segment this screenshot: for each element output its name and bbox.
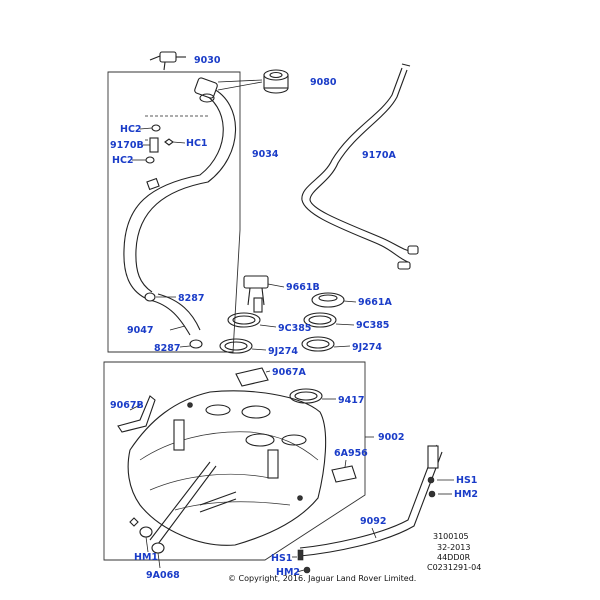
reference-model: 44DD0R [437,553,471,562]
cover-9067A [235,367,271,387]
callout-9c385-right: 9C385 [356,320,389,331]
fasteners-HM1-9A068 [129,517,165,569]
cap-9080 [263,69,289,94]
callout-9661b: 9661B [286,282,320,293]
callout-9047: 9047 [127,325,153,336]
callout-9661a: 9661A [358,297,392,308]
vent-tube-9170A [301,63,419,270]
hose-9047 [144,292,203,349]
callout-9080: 9080 [310,77,337,88]
copyright-notice: © Copyright, 2016. Jaguar Land Rover Lim… [228,574,416,583]
valve-9030 [149,51,186,71]
sender-9661A [311,292,357,308]
reference-date: 32-2013 [437,543,470,552]
callout-hm2-right: HM2 [454,489,478,500]
strap-9092 [299,444,454,557]
pad-6A956 [331,459,357,483]
callout-9j274-right: 9J274 [352,342,382,353]
callout-8287-upper: 8287 [178,293,204,304]
callout-9067a: 9067A [272,367,306,378]
callout-9067b: 9067B [110,400,144,411]
callout-hs1-right: HS1 [456,475,477,486]
callout-hm1: HM1 [134,552,158,563]
bracket-9067B [117,395,156,433]
fuel-tank-9002 [127,390,374,546]
small-hose-parts [132,115,210,164]
reference-code: 3100105 [433,532,469,541]
callout-9c385-left: 9C385 [278,323,311,334]
callout-hc1: HC1 [186,138,208,149]
callout-9034: 9034 [252,149,279,160]
reference-catalog: C0231291-04 [427,563,481,572]
callout-hm2-lower: HM2 [276,567,300,578]
callout-9170a: 9170A [362,150,396,161]
callout-8287-lower: 8287 [154,343,180,354]
callout-9030: 9030 [194,55,221,66]
callout-hs1-lower: HS1 [271,553,292,564]
callout-9002: 9002 [378,432,404,443]
callout-9170b: 9170B [110,140,144,151]
callout-6a956: 6A956 [334,448,368,459]
filler-neck-9034 [123,77,263,299]
filler-assembly-frame [107,71,241,353]
callout-9092: 9092 [360,516,386,527]
callout-9j274-left: 9J274 [268,346,298,357]
fuel-pump-9661B [243,275,285,313]
callout-hc2-upper: HC2 [120,124,142,135]
callout-hc2-lower: HC2 [112,155,134,166]
fasteners-HS1-HM2 [292,549,311,574]
tank-assembly-frame [103,361,366,561]
callout-9a068: 9A068 [146,570,180,581]
callout-9417: 9417 [338,395,364,406]
